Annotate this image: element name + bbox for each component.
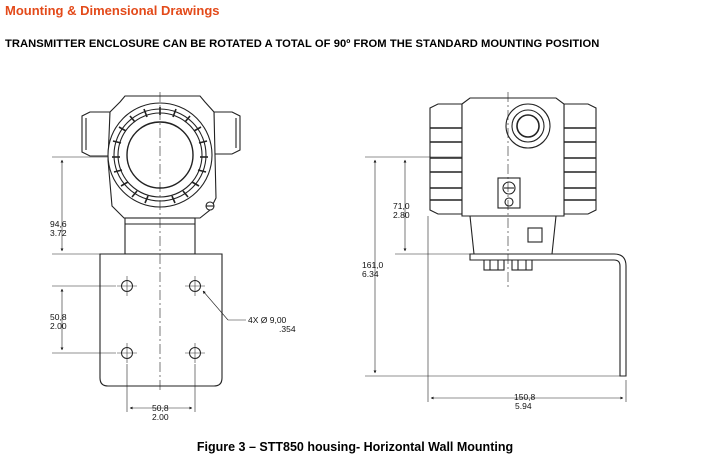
front-view	[81, 92, 241, 392]
side-bracket-arm	[469, 253, 627, 377]
hole-note-mm: 4X Ø 9,00	[248, 315, 287, 325]
conduit-entry-outer	[505, 103, 551, 149]
height-94-mm: 94,6	[50, 219, 67, 229]
vspacing-in: 2.00	[50, 321, 67, 331]
side-neck	[469, 215, 557, 255]
width-in: 5.94	[515, 401, 532, 411]
hspacing-mm: 50,8	[152, 403, 169, 413]
rotation-note: TRANSMITTER ENCLOSURE CAN BE ROTATED A T…	[5, 38, 600, 50]
hspacing-in: 2.00	[152, 412, 169, 422]
width-mm: 150,8	[514, 392, 536, 402]
front-dimensions	[52, 156, 246, 412]
total-height-mm: 161,0	[362, 260, 384, 270]
front-mounting-bracket	[99, 253, 223, 387]
cover-grip-ribs	[112, 107, 208, 204]
total-height-in: 6.34	[362, 269, 379, 279]
side-left-cover	[429, 103, 463, 215]
section-title: Mounting & Dimensional Drawings	[5, 3, 220, 18]
height-94-in: 3.72	[50, 228, 67, 238]
upper-height-in: 2.80	[393, 210, 410, 220]
side-right-cover	[563, 103, 597, 215]
figure-caption: Figure 3 – STT850 housing- Horizontal Wa…	[196, 440, 514, 454]
side-view	[429, 92, 627, 377]
hole-note-in: .354	[279, 324, 296, 334]
side-dimension-text: 71,0 2.80 161,0 6.34 150,8 5.94	[362, 201, 536, 411]
upper-height-mm: 71,0	[393, 201, 410, 211]
front-dimension-text: 94,6 3.72 50,8 2.00 4X Ø 9,00 .354 50,8 …	[50, 219, 296, 422]
vspacing-mm: 50,8	[50, 312, 67, 322]
ground-screw	[502, 181, 516, 195]
side-dimensions	[365, 156, 627, 402]
conduit-entry-inner	[516, 114, 540, 138]
side-label-plate	[527, 227, 543, 243]
